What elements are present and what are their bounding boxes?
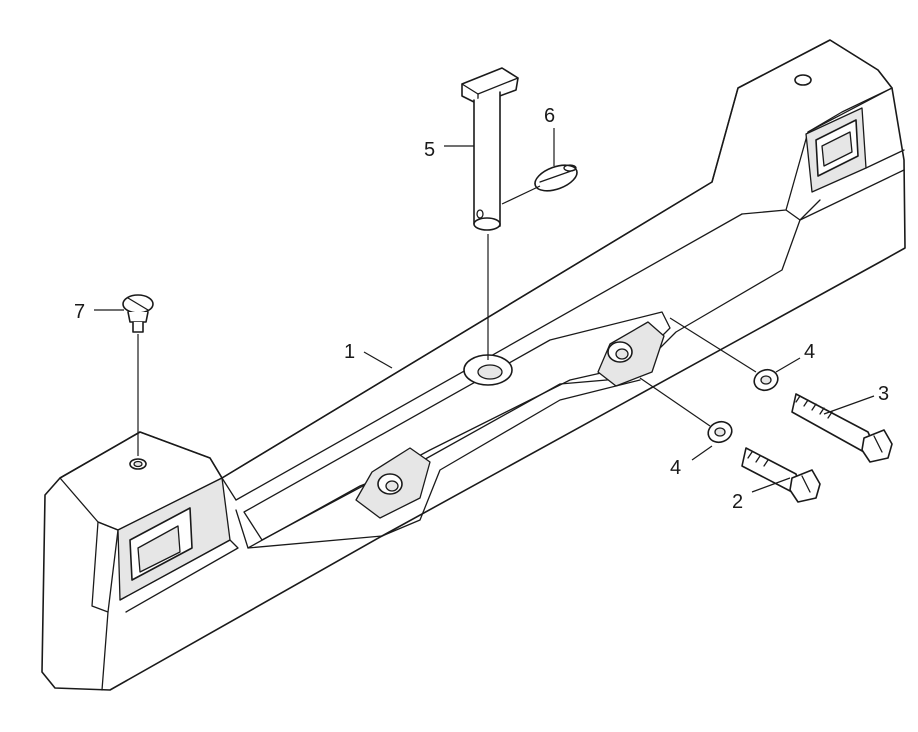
callout-4b: 4 xyxy=(670,457,681,479)
part-washer-upper xyxy=(753,368,779,392)
callout-7: 7 xyxy=(74,301,85,323)
part-washer-lower xyxy=(707,420,733,444)
callout-3: 3 xyxy=(878,383,889,405)
callout-5: 5 xyxy=(424,139,435,161)
part-plug xyxy=(122,294,154,333)
part-weight-bar xyxy=(41,39,906,691)
callout-2: 2 xyxy=(732,491,743,513)
callouts: 1 2 3 4 4 5 6 7 xyxy=(74,105,889,513)
callout-1: 1 xyxy=(344,341,355,363)
part-hitch-pin xyxy=(461,67,519,231)
part-ring xyxy=(534,164,578,192)
callout-6: 6 xyxy=(544,105,555,127)
part-bolt-long xyxy=(791,393,893,463)
part-bolt-short xyxy=(741,447,821,503)
leader-lines xyxy=(94,128,875,493)
callout-4a: 4 xyxy=(804,341,815,363)
